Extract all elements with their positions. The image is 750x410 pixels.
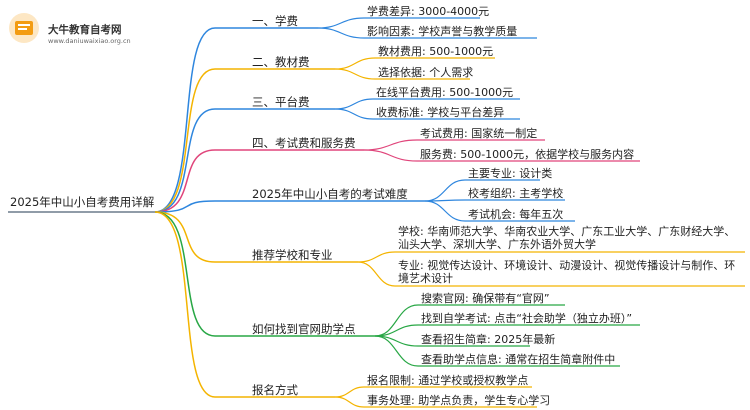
connector	[154, 211, 216, 263]
book-logo-icon	[9, 13, 39, 43]
leaf: 主要专业: 设计类	[468, 167, 553, 180]
branch-tuition: 一、学费	[252, 14, 298, 28]
connector	[374, 335, 419, 367]
leaf: 事务处理: 助学点负责，学生专心学习	[367, 394, 551, 407]
leaf: 考试费用: 国家统一制定	[420, 127, 538, 140]
leaf: 查看助学点信息: 通常在招生简章附件中	[421, 353, 616, 366]
connector	[154, 27, 216, 213]
leaf: 搜索官网: 确保带有“官网”	[421, 292, 550, 305]
branch-exam-service: 四、考试费和服务费	[252, 136, 356, 150]
connector	[334, 98, 374, 110]
leaf: 专业: 视觉传达设计、环境设计、动漫设计、视觉传播设计与制作、环境艺术设计	[398, 259, 736, 285]
branch-schools-majors: 推荐学校和专业	[252, 248, 333, 262]
leaf: 校考组织: 主考学校	[468, 187, 564, 200]
leaf: 找到自学考试: 点击“社会助学（独立办班）”	[421, 312, 633, 325]
leaf: 报名限制: 通过学校或授权教学点	[367, 374, 529, 387]
connector	[154, 108, 216, 213]
root-topic: 2025年中山小自考费用详解	[10, 195, 155, 209]
leaf: 学校: 华南师范大学、华南农业大学、广东工业大学、广东财经大学、汕头大学、深圳大…	[398, 225, 736, 251]
leaf: 影响因素: 学校声誉与教学质量	[367, 25, 518, 38]
connector	[357, 261, 396, 287]
connector	[154, 211, 216, 337]
connector	[363, 139, 418, 151]
connector	[374, 304, 419, 337]
branch-platform: 三、平台费	[252, 95, 310, 109]
connector	[154, 200, 216, 213]
branch-textbook: 二、教材费	[252, 55, 310, 69]
connector	[334, 396, 365, 408]
connector	[317, 17, 365, 29]
connector	[154, 149, 216, 213]
leaf: 服务费: 500-1000元，依据学校与服务内容	[420, 148, 635, 161]
connector	[334, 386, 365, 398]
branch-registration: 报名方式	[252, 383, 298, 397]
branch-difficulty: 2025年中山小自考的考试难度	[252, 187, 408, 201]
connector	[154, 211, 216, 398]
connector	[363, 149, 418, 162]
connector	[317, 27, 365, 39]
connector	[334, 57, 376, 70]
connector	[424, 179, 466, 202]
leaf: 选择依据: 个人需求	[378, 66, 474, 79]
connector	[357, 251, 396, 263]
watermark-title: 大牛教育自考网	[48, 24, 122, 36]
connector	[334, 68, 376, 80]
leaf: 教材费用: 500-1000元	[378, 45, 494, 58]
leaf: 收费标准: 学校与平台差异	[376, 106, 505, 119]
leaf: 查看招生简章: 2025年最新	[421, 333, 556, 346]
leaf: 考试机会: 每年五次	[468, 208, 564, 221]
connector	[334, 108, 374, 120]
connector	[424, 200, 466, 222]
branch-find-official-site: 如何找到官网助学点	[252, 322, 356, 336]
watermark-url: www.daniuwaixiao.org.cn	[48, 37, 131, 45]
leaf: 在线平台费用: 500-1000元	[376, 86, 514, 99]
watermark-logo: 大牛教育自考网 www.daniuwaixiao.org.cn	[6, 10, 156, 46]
leaf: 学费差异: 3000-4000元	[367, 5, 490, 18]
connector	[154, 68, 216, 213]
